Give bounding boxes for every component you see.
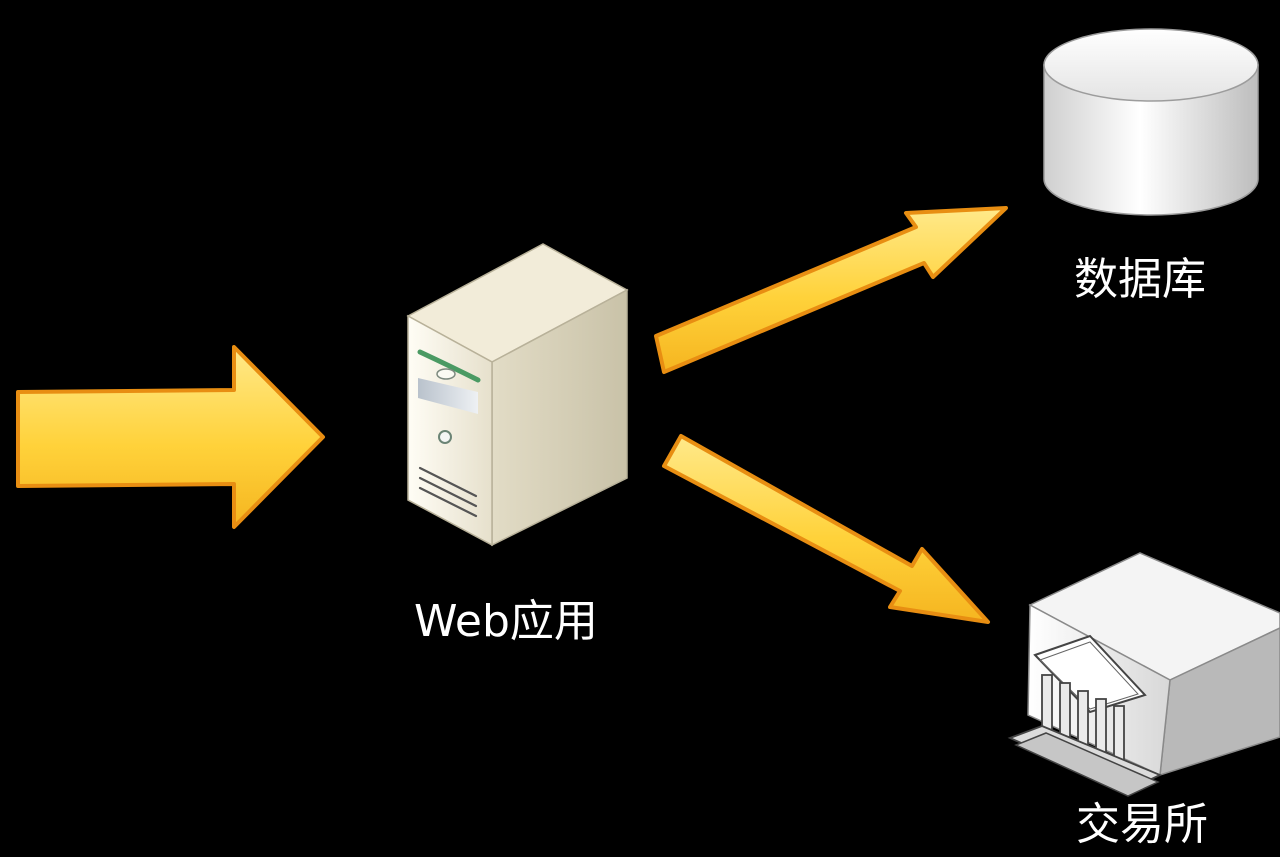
web-app-label: Web应用 [414, 596, 598, 647]
exchange-label: 交易所 [1076, 799, 1208, 850]
server-tower-icon [406, 243, 629, 547]
exchange-building-icon [1007, 552, 1280, 797]
arrow-to-exchange [662, 434, 990, 624]
database-label: 数据库 [1074, 254, 1206, 305]
input-arrow [16, 345, 325, 529]
arrow-to-database [654, 206, 1008, 374]
database-cylinder-icon [1043, 28, 1259, 216]
